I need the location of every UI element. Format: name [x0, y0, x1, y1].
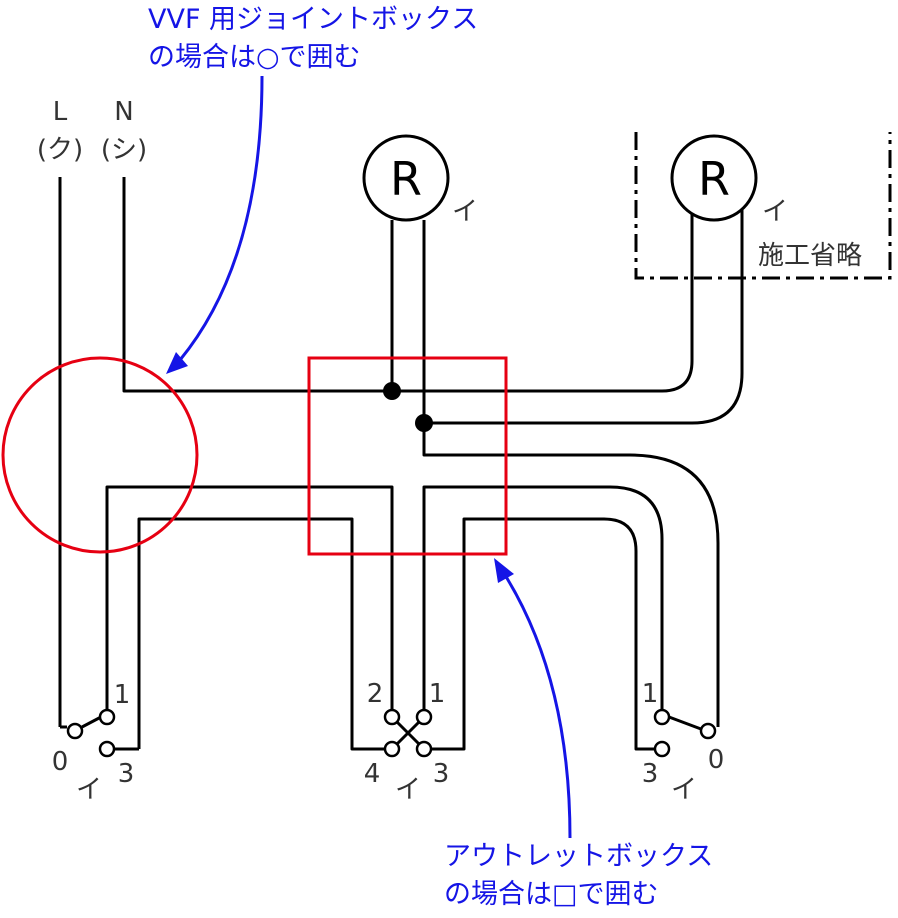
switch-terminal-label: 0 — [708, 745, 725, 775]
lamp-circle — [362, 134, 450, 222]
switch-tag: イ — [671, 775, 697, 805]
source-N-sublabel: (シ) — [101, 135, 147, 165]
switch-terminal — [415, 708, 433, 726]
switch-terminal-label: 3 — [642, 759, 659, 789]
switch-terminal — [98, 740, 116, 758]
source-N-label: N — [114, 97, 133, 127]
switch-terminal — [383, 740, 401, 758]
switch-terminal-label: 1 — [114, 680, 131, 710]
switch-middle: 2 1 4 3 イ — [364, 679, 450, 805]
switch-terminal-label: 0 — [52, 747, 69, 777]
switch-terminal-label: 3 — [433, 759, 450, 789]
lamp-tag: イ — [452, 197, 478, 227]
switch-left: 1 0 3 イ — [52, 680, 139, 805]
annotation-arrow-vvf — [178, 75, 264, 361]
wire-traveler-right-3 — [424, 517, 662, 751]
wire-traveler-right-1 — [422, 485, 664, 715]
wire-lamp1-b — [422, 220, 720, 727]
switch-terminal-label: 1 — [642, 679, 659, 709]
switch-terminal — [699, 722, 717, 740]
source-L-label: L — [53, 97, 68, 127]
lamp-1: R イ — [362, 134, 478, 227]
switch-right: 1 0 3 イ — [642, 679, 725, 805]
vvf-junction-marker — [1, 356, 199, 554]
junction-dot-lamp2 — [415, 414, 433, 432]
lamp-2: R イ 施工省略 — [670, 134, 862, 271]
annotation-vvf-line1: VVF 用ジョイントボックス — [148, 4, 478, 35]
wire-traveler-left-3 — [137, 517, 392, 751]
junction-dot-neutral — [383, 382, 401, 400]
arrow-head-icon — [494, 558, 514, 583]
annotation-outlet-line2: の場合は□で囲む — [444, 879, 659, 910]
switch-tag: イ — [395, 775, 421, 805]
switch-terminal — [98, 708, 116, 726]
lamp-symbol: R — [390, 152, 422, 206]
switch-tag: イ — [76, 775, 102, 805]
switch-terminal-label: 2 — [367, 679, 384, 709]
switch-terminal — [383, 708, 401, 726]
wire-traveler-left-1 — [105, 485, 394, 715]
switch-terminal — [653, 740, 671, 758]
lamp-tag: イ — [762, 197, 788, 227]
arrow-head-icon — [166, 352, 188, 374]
omitted-area-border — [634, 132, 892, 280]
omitted-label: 施工省略 — [758, 241, 862, 271]
lamp-symbol: R — [698, 152, 730, 206]
wire-N — [122, 177, 694, 393]
annotation-vvf-line2: の場合は○で囲む — [148, 42, 361, 73]
source-L-sublabel: (ク) — [37, 135, 83, 165]
switch-terminal-label: 4 — [364, 759, 381, 789]
annotation-arrow-outlet — [503, 574, 572, 839]
switch-terminal — [653, 708, 671, 726]
switch-terminal-label: 1 — [429, 679, 446, 709]
switch-terminal — [66, 722, 84, 740]
outlet-box-marker — [307, 356, 508, 556]
switch-terminal — [415, 740, 433, 758]
switch-terminal-label: 3 — [118, 759, 135, 789]
annotation-outlet-line1: アウトレットボックス — [444, 841, 713, 872]
lamp-circle — [670, 134, 758, 222]
wire-lamp2-return — [424, 205, 744, 425]
